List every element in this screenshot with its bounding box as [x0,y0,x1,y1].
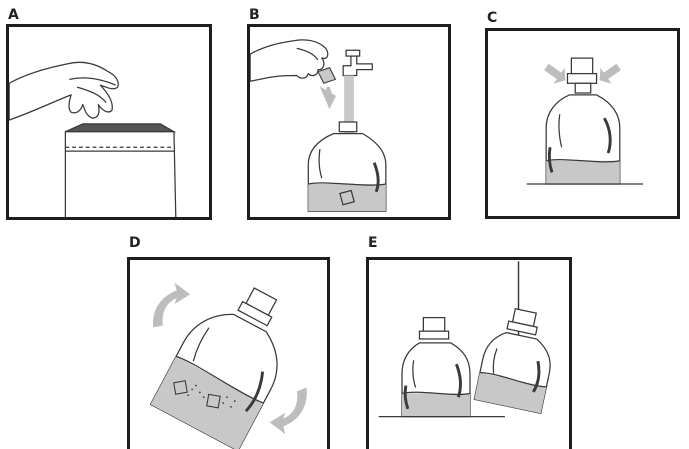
rotate-arrow-bottom-icon [270,387,307,434]
hand-icon [250,40,328,81]
panel-c-illustration [488,31,677,216]
right-arrow-icon [594,59,624,88]
panel-d-illustration [130,260,327,449]
tap-icon [343,50,372,75]
panel-label-b: B [249,7,260,23]
panel-label-e: E [368,235,378,251]
panel-a [6,24,212,220]
hand-icon [9,62,118,120]
panel-c [485,28,680,219]
panel-e [366,257,572,449]
standing-jug-icon [402,318,470,417]
panel-label-c: C [487,10,497,26]
pouch-icon [65,124,176,217]
panel-b-illustration [250,27,448,217]
left-arrow-icon [541,59,571,88]
hanging-jug-icon [474,304,561,413]
panel-e-illustration [369,260,569,449]
panel-d [127,257,330,449]
jug-icon [546,83,620,184]
rotate-arrow-top-icon [153,283,190,328]
panel-a-illustration [9,27,209,217]
down-arrow-icon [324,87,334,104]
panel-label-d: D [129,235,141,251]
panel-label-a: A [8,7,19,23]
jug-icon [308,122,386,211]
panel-b [247,24,451,220]
tablet-icon [318,68,335,84]
cap-icon [567,58,596,83]
